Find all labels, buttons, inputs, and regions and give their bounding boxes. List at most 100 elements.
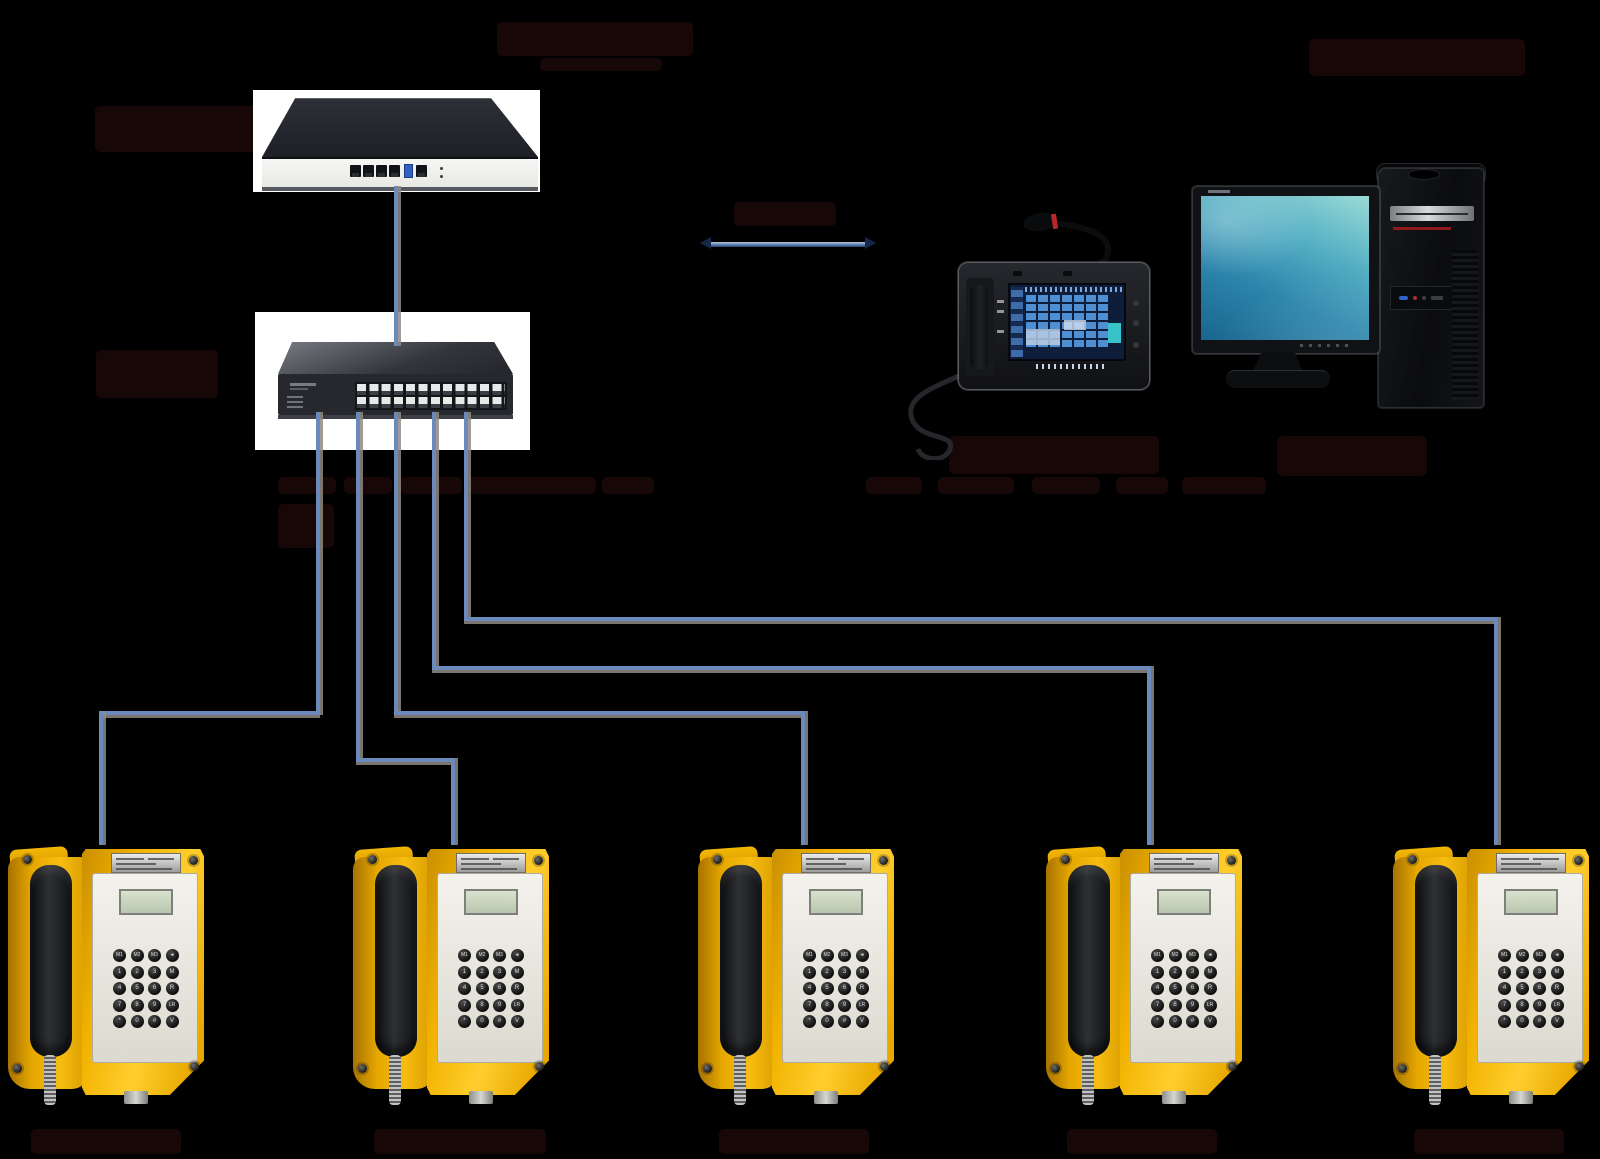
phone-key-M3[interactable]: M3 <box>838 949 851 962</box>
phone-key-3[interactable]: 3 <box>148 965 161 979</box>
phone-key-5[interactable]: 5 <box>130 982 144 995</box>
phone-key-4[interactable]: 4 <box>1498 982 1511 995</box>
console-side-button[interactable] <box>997 300 1004 303</box>
phone-key-9[interactable]: 9 <box>1533 998 1546 1012</box>
console-side-button[interactable] <box>997 310 1004 313</box>
phone-key-M[interactable]: M <box>510 965 524 979</box>
phone-key-LR[interactable]: LR <box>855 998 869 1012</box>
phone-key-LR[interactable]: LR <box>165 998 179 1012</box>
phone-key-7[interactable]: 7 <box>113 998 126 1012</box>
phone-key-9[interactable]: 9 <box>493 998 506 1012</box>
phone-key-9[interactable]: 9 <box>148 998 161 1012</box>
phone-key-6[interactable]: 6 <box>838 982 851 995</box>
phone-key-4[interactable]: 4 <box>113 982 126 995</box>
phone-key-2[interactable]: 2 <box>475 965 489 979</box>
speaker-icon[interactable]: ◄ <box>1550 949 1564 962</box>
speaker-icon[interactable]: ◄ <box>510 949 524 962</box>
speaker-icon[interactable]: ◄ <box>165 949 179 962</box>
console-side-button[interactable] <box>997 330 1004 333</box>
phone-key-3[interactable]: 3 <box>1186 965 1199 979</box>
phone-key-*[interactable]: * <box>1151 1015 1164 1028</box>
phone-key-8[interactable]: 8 <box>130 998 144 1012</box>
phone-key-1[interactable]: 1 <box>458 965 471 979</box>
phone-handset[interactable] <box>30 865 72 1057</box>
phone-key-M3[interactable]: M3 <box>148 949 161 962</box>
phone-key-5[interactable]: 5 <box>475 982 489 995</box>
phone-key-5[interactable]: 5 <box>820 982 834 995</box>
phone-key-5[interactable]: 5 <box>1515 982 1529 995</box>
phone-key-0[interactable]: 0 <box>475 1015 489 1028</box>
phone-key-#[interactable]: # <box>493 1015 506 1028</box>
phone-key-#[interactable]: # <box>148 1015 161 1028</box>
phone-key-6[interactable]: 6 <box>493 982 506 995</box>
phone-key-M1[interactable]: M1 <box>1151 949 1164 962</box>
phone-key-8[interactable]: 8 <box>1515 998 1529 1012</box>
phone-key-LR[interactable]: LR <box>510 998 524 1012</box>
phone-key-V[interactable]: V <box>1550 1015 1564 1028</box>
phone-key-8[interactable]: 8 <box>475 998 489 1012</box>
phone-key-M1[interactable]: M1 <box>458 949 471 962</box>
console-ui-pagination-dots[interactable] <box>1036 364 1108 369</box>
phone-key-8[interactable]: 8 <box>1168 998 1182 1012</box>
phone-key-M[interactable]: M <box>165 965 179 979</box>
phone-key-7[interactable]: 7 <box>1498 998 1511 1012</box>
phone-key-*[interactable]: * <box>1498 1015 1511 1028</box>
phone-key-6[interactable]: 6 <box>1186 982 1199 995</box>
phone-key-*[interactable]: * <box>458 1015 471 1028</box>
phone-key-M1[interactable]: M1 <box>113 949 126 962</box>
phone-key-0[interactable]: 0 <box>1515 1015 1529 1028</box>
phone-key-M2[interactable]: M2 <box>130 949 144 962</box>
phone-key-R[interactable]: R <box>1203 982 1217 995</box>
phone-key-LR[interactable]: LR <box>1203 998 1217 1012</box>
phone-key-2[interactable]: 2 <box>1168 965 1182 979</box>
phone-key-*[interactable]: * <box>803 1015 816 1028</box>
phone-key-V[interactable]: V <box>165 1015 179 1028</box>
phone-key-R[interactable]: R <box>165 982 179 995</box>
phone-key-2[interactable]: 2 <box>1515 965 1529 979</box>
speaker-icon[interactable]: ◄ <box>855 949 869 962</box>
phone-key-2[interactable]: 2 <box>130 965 144 979</box>
phone-key-M2[interactable]: M2 <box>475 949 489 962</box>
phone-key-9[interactable]: 9 <box>838 998 851 1012</box>
phone-key-5[interactable]: 5 <box>1168 982 1182 995</box>
phone-key-3[interactable]: 3 <box>838 965 851 979</box>
phone-key-6[interactable]: 6 <box>1533 982 1546 995</box>
phone-key-*[interactable]: * <box>113 1015 126 1028</box>
phone-key-1[interactable]: 1 <box>113 965 126 979</box>
console-bezel-button[interactable] <box>1133 342 1139 348</box>
phone-key-1[interactable]: 1 <box>803 965 816 979</box>
console-ui-light-cells[interactable] <box>1026 329 1060 345</box>
phone-key-1[interactable]: 1 <box>1151 965 1164 979</box>
phone-key-M2[interactable]: M2 <box>1515 949 1529 962</box>
phone-key-2[interactable]: 2 <box>820 965 834 979</box>
phone-key-#[interactable]: # <box>838 1015 851 1028</box>
phone-key-M2[interactable]: M2 <box>820 949 834 962</box>
console-ui-selected-cell[interactable] <box>1108 323 1121 343</box>
phone-key-7[interactable]: 7 <box>803 998 816 1012</box>
speaker-icon[interactable]: ◄ <box>1203 949 1217 962</box>
phone-key-0[interactable]: 0 <box>820 1015 834 1028</box>
phone-key-4[interactable]: 4 <box>803 982 816 995</box>
phone-key-4[interactable]: 4 <box>1151 982 1164 995</box>
phone-key-M3[interactable]: M3 <box>1186 949 1199 962</box>
phone-key-M[interactable]: M <box>1550 965 1564 979</box>
phone-key-M1[interactable]: M1 <box>1498 949 1511 962</box>
phone-key-M3[interactable]: M3 <box>1533 949 1546 962</box>
phone-key-6[interactable]: 6 <box>148 982 161 995</box>
phone-key-V[interactable]: V <box>855 1015 869 1028</box>
phone-key-R[interactable]: R <box>855 982 869 995</box>
phone-key-8[interactable]: 8 <box>820 998 834 1012</box>
phone-key-9[interactable]: 9 <box>1186 998 1199 1012</box>
phone-key-M[interactable]: M <box>1203 965 1217 979</box>
phone-key-0[interactable]: 0 <box>130 1015 144 1028</box>
phone-key-3[interactable]: 3 <box>1533 965 1546 979</box>
phone-key-4[interactable]: 4 <box>458 982 471 995</box>
phone-key-1[interactable]: 1 <box>1498 965 1511 979</box>
phone-key-R[interactable]: R <box>1550 982 1564 995</box>
phone-key-#[interactable]: # <box>1533 1015 1546 1028</box>
console-bezel-button[interactable] <box>1133 300 1139 306</box>
